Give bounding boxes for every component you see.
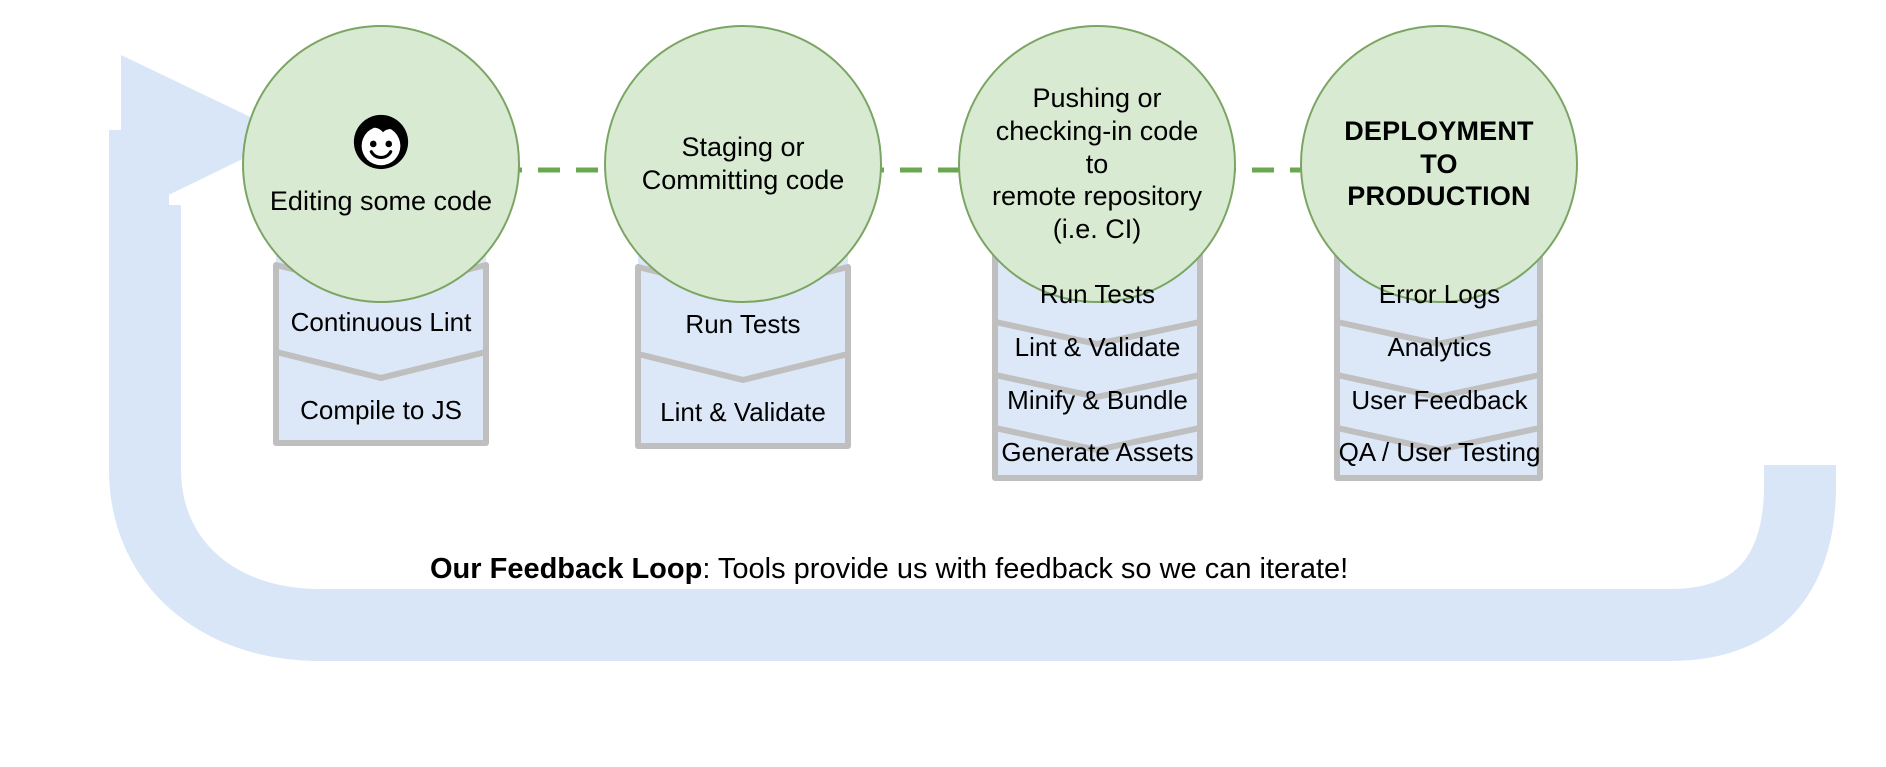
stage-circle-editing-content: Editing some code: [266, 111, 496, 218]
column-deployment: DEPLOYMENT TO PRODUCTION: [1300, 0, 1578, 767]
feedback-loop-label: Our Feedback Loop: Tools provide us with…: [430, 553, 1348, 586]
stage-circle-editing[interactable]: Editing some code: [242, 25, 520, 303]
feedback-loop-label-rest: : Tools provide us with feedback so we c…: [702, 553, 1349, 585]
stage-circle-staging[interactable]: Staging or Committing code: [604, 25, 882, 303]
stage-circle-deployment[interactable]: DEPLOYMENT TO PRODUCTION: [1300, 25, 1578, 303]
face-icon: [266, 111, 496, 181]
stage-circle-pushing-label: Pushing or checking-in code to remote re…: [991, 82, 1203, 245]
feedback-loop-label-bold: Our Feedback Loop: [430, 553, 703, 585]
stage-circle-pushing[interactable]: Pushing or checking-in code to remote re…: [958, 25, 1236, 303]
column-staging: Staging or Committing code: [604, 0, 882, 767]
stage-circle-staging-label: Staging or Committing code: [641, 132, 845, 195]
stage-circle-deployment-label: DEPLOYMENT TO PRODUCTION: [1344, 115, 1534, 212]
column-pushing: Pushing or checking-in code to remote re…: [958, 0, 1236, 767]
column-editing: Editing some code: [242, 0, 520, 767]
stage-circle-editing-label: Editing some code: [269, 185, 493, 216]
